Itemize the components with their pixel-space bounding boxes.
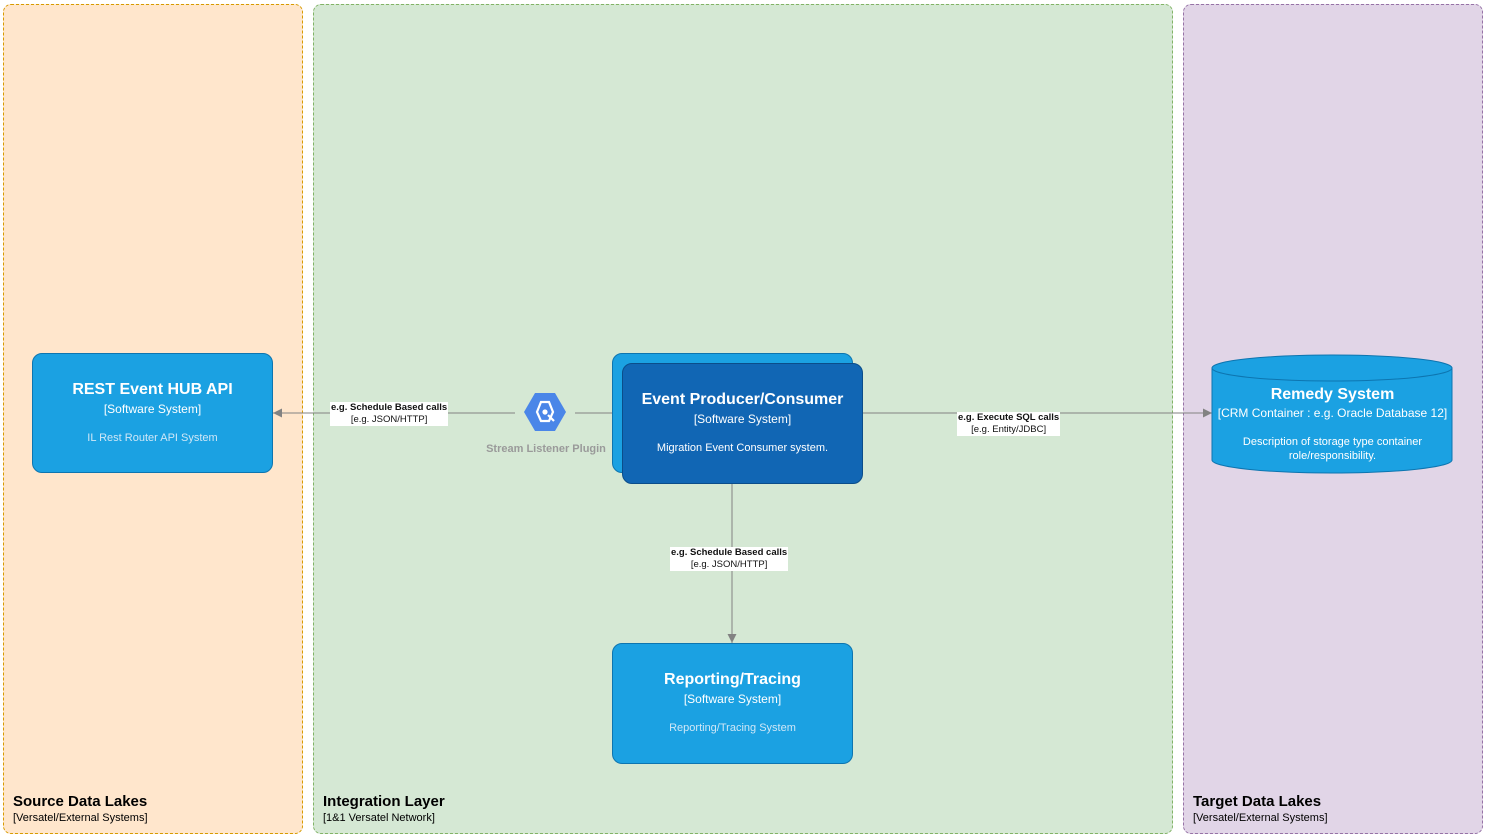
system-type: [CRM Container : e.g. Oracle Database 12… xyxy=(1217,406,1448,420)
system-description: Description of storage type container ro… xyxy=(1242,436,1423,462)
remedy-system-text: Remedy System [CRM Container : e.g. Orac… xyxy=(1212,386,1453,463)
edge-label-text: e.g. Schedule Based calls xyxy=(671,547,788,558)
zone-title: Target Data Lakes xyxy=(1193,793,1322,810)
zone-subtitle: [1&1 Versatel Network] xyxy=(323,812,435,824)
zone-title: Integration Layer xyxy=(323,793,445,810)
system-title: Event Producer/Consumer xyxy=(641,391,844,408)
hexagon-plugin-icon[interactable] xyxy=(515,393,575,431)
edge-label-text: e.g. Execute SQL calls xyxy=(958,412,1060,423)
edge-tech-text: [e.g. JSON/HTTP] xyxy=(690,559,768,570)
zone-subtitle: [Versatel/External Systems] xyxy=(1193,812,1328,824)
system-description: IL Rest Router API System xyxy=(87,432,218,444)
edge-label-to-reporting: e.g. Schedule Based calls [e.g. JSON/HTT… xyxy=(670,547,789,571)
system-type: [Software System] xyxy=(683,692,782,706)
edge-tech-text: [e.g. JSON/HTTP] xyxy=(350,414,428,425)
system-type: [Software System] xyxy=(103,402,202,416)
reporting-tracing-box[interactable]: Reporting/Tracing [Software System] Repo… xyxy=(612,643,853,764)
system-type: [Software System] xyxy=(693,412,792,426)
zone-subtitle: [Versatel/External Systems] xyxy=(13,812,148,824)
plugin-label: Stream Listener Plugin xyxy=(486,443,606,455)
system-title: Remedy System xyxy=(1270,386,1395,403)
edge-tech-text: [e.g. Entity/JDBC] xyxy=(971,424,1047,435)
system-title: REST Event HUB API xyxy=(72,381,233,398)
event-producer-consumer-box[interactable]: Event Producer/Consumer [Software System… xyxy=(622,363,863,484)
system-description: Migration Event Consumer system. xyxy=(656,442,829,454)
remedy-database-cylinder[interactable] xyxy=(1211,354,1453,474)
rest-event-hub-api-box[interactable]: REST Event HUB API [Software System] IL … xyxy=(32,353,273,473)
zone-title: Source Data Lakes xyxy=(13,793,148,810)
edge-label-to-remedy: e.g. Execute SQL calls [e.g. Entity/JDBC… xyxy=(957,412,1061,436)
system-description: Reporting/Tracing System xyxy=(669,722,796,734)
edge-label-to-rest: e.g. Schedule Based calls [e.g. JSON/HTT… xyxy=(330,402,449,426)
edge-label-text: e.g. Schedule Based calls xyxy=(331,402,448,413)
system-title: Reporting/Tracing xyxy=(664,671,801,688)
